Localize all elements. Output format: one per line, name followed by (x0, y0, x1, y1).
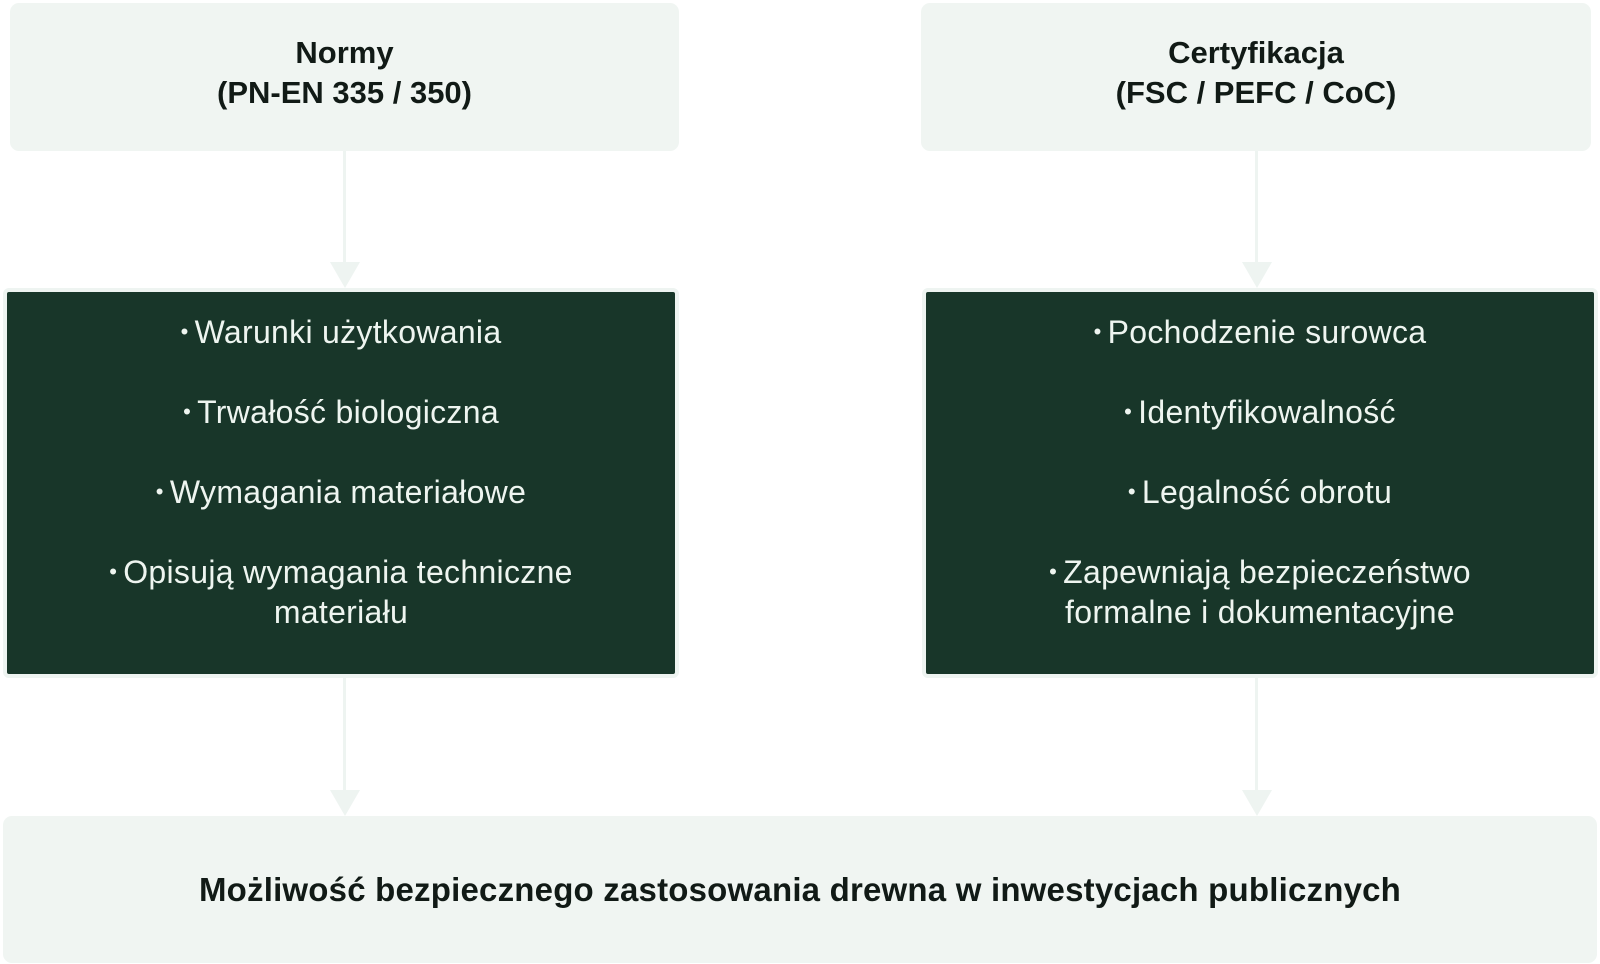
bullet-icon: • (1093, 319, 1102, 344)
bullet-icon: • (183, 399, 192, 424)
bullet-icon: • (1124, 399, 1133, 424)
list-item: •Zapewniają bezpieczeństwo formalne i do… (1049, 554, 1471, 630)
connector-line-certification-bottom (1255, 678, 1258, 793)
norms-details-box: •Warunki użytkowania •Trwałość biologicz… (3, 288, 679, 678)
list-item: •Wymagania materiałowe (155, 474, 527, 510)
connector-line-certification-top (1255, 151, 1258, 266)
arrow-down-icon (330, 262, 360, 288)
list-item: •Opisują wymagania techniczne materiału (109, 554, 573, 630)
bullet-icon: • (1127, 479, 1136, 504)
bullet-icon: • (155, 479, 164, 504)
list-item: •Pochodzenie surowca (1093, 314, 1427, 350)
norms-subtitle: (PN-EN 335 / 350) (217, 75, 472, 110)
arrow-down-icon (1242, 790, 1272, 816)
bullet-icon: • (109, 559, 118, 584)
arrow-down-icon (1242, 262, 1272, 288)
certification-title-box: Certyfikacja (FSC / PEFC / CoC) (921, 3, 1591, 151)
certification-subtitle: (FSC / PEFC / CoC) (1115, 75, 1397, 110)
connector-line-norms-top (343, 151, 346, 266)
connector-line-norms-bottom (343, 678, 346, 793)
norms-title-box: Normy (PN-EN 335 / 350) (10, 3, 679, 151)
arrow-down-icon (330, 790, 360, 816)
bullet-icon: • (1049, 559, 1058, 584)
certification-title: Certyfikacja (1168, 35, 1344, 70)
bullet-icon: • (180, 319, 189, 344)
list-item: •Legalność obrotu (1127, 474, 1393, 510)
list-item: •Warunki użytkowania (180, 314, 502, 350)
list-item: •Identyfikowalność (1124, 394, 1396, 430)
list-item: •Trwałość biologiczna (183, 394, 499, 430)
certification-details-box: •Pochodzenie surowca •Identyfikowalność … (922, 288, 1598, 678)
outcome-box: Możliwość bezpiecznego zastosowania drew… (3, 816, 1597, 963)
norms-title: Normy (295, 35, 394, 70)
outcome-label: Możliwość bezpiecznego zastosowania drew… (198, 870, 1402, 908)
